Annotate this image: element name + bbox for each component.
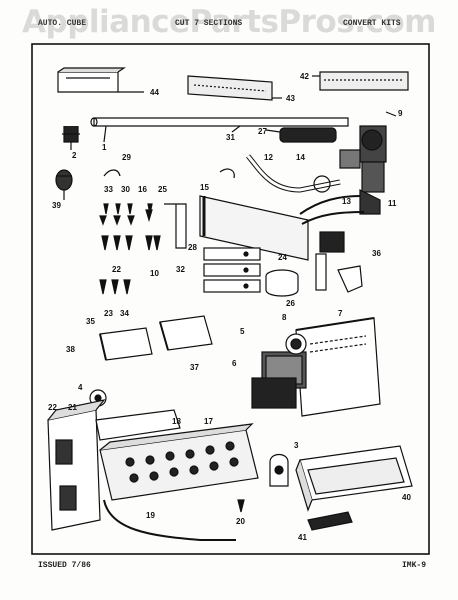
callout-27: 26 <box>286 299 295 308</box>
callout-16: 16 <box>138 185 147 194</box>
header-right: CONVERT KITS <box>343 19 401 28</box>
callout-45: 44 <box>150 88 159 97</box>
footer-issued: ISSUED 7/86 <box>38 561 91 570</box>
callout-44: 43 <box>286 94 295 103</box>
callout-36: 35 <box>86 317 95 326</box>
part-18-arm <box>95 409 181 441</box>
callout-32: 31 <box>226 133 235 142</box>
part-9-11-valve-assembly <box>339 111 397 215</box>
callout-34: 33 <box>104 185 113 194</box>
callout-38: 37 <box>190 363 199 372</box>
part-33-plates <box>203 247 261 293</box>
part-38-shield <box>159 315 213 351</box>
part-3-thermostat <box>269 453 289 487</box>
part-8-gear <box>285 333 307 355</box>
callout-20: 20 <box>236 517 245 526</box>
callout-12: 12 <box>264 153 273 162</box>
part-1-tube <box>90 117 349 143</box>
part-13-ring <box>313 175 331 193</box>
header-middle: CUT 7 SECTIONS <box>175 19 243 28</box>
callout-18: 18 <box>172 417 181 426</box>
callout-31: 30 <box>121 185 130 194</box>
part-43-strip <box>312 71 409 91</box>
callout-22-a: 22 <box>112 265 121 274</box>
callout-3: 3 <box>294 441 299 450</box>
part-27-cap <box>265 269 299 297</box>
part-6-pad <box>251 377 297 409</box>
callout-7: 7 <box>338 309 343 318</box>
callout-17: 17 <box>204 417 213 426</box>
part-20-screw <box>237 499 245 513</box>
screw-group-34-31-16-26 <box>99 203 153 226</box>
part-22-housing <box>47 399 106 531</box>
part-25-harness <box>199 195 365 291</box>
part-17-mold <box>99 423 259 501</box>
callout-21: 21 <box>68 403 77 412</box>
part-15-hook <box>219 168 235 179</box>
callout-4: 4 <box>78 383 83 392</box>
part-37-clip <box>337 265 363 293</box>
callout-22-b: 22 <box>48 403 57 412</box>
part-41-bin <box>295 445 413 512</box>
callout-11: 11 <box>388 199 397 208</box>
callout-30: 29 <box>122 153 131 162</box>
part-45-bracket <box>57 67 144 93</box>
callout-24: 23 <box>104 309 113 318</box>
part-39-shield <box>99 327 153 361</box>
diagram-frame <box>31 43 430 555</box>
callout-39: 38 <box>66 345 75 354</box>
callout-9: 9 <box>398 109 403 118</box>
part-42-label <box>307 511 353 531</box>
callout-29: 28 <box>188 243 197 252</box>
screw-group-36-24-35 <box>99 279 131 295</box>
footer-code: IMK-9 <box>402 561 427 570</box>
watermark: AppliancePartsPros.com <box>22 4 436 40</box>
callout-5: 5 <box>240 327 245 336</box>
callout-14: 14 <box>296 153 305 162</box>
callout-2: 2 <box>72 151 77 160</box>
callout-28: 27 <box>258 127 267 136</box>
part-40-valve <box>55 169 73 200</box>
callout-40: 39 <box>52 201 61 210</box>
part-32-leader <box>231 125 241 133</box>
screw-group-22-10 <box>101 235 161 251</box>
callout-35: 34 <box>120 309 129 318</box>
callout-33: 32 <box>176 265 185 274</box>
callout-13: 13 <box>342 197 351 206</box>
part-19-wire <box>103 499 236 541</box>
callout-41: 40 <box>402 493 411 502</box>
callout-19: 19 <box>146 511 155 520</box>
part-29-rod <box>164 203 187 249</box>
part-44-strip <box>187 75 282 101</box>
callout-8: 8 <box>282 313 287 322</box>
header-left: AUTO. CUBE <box>38 19 87 28</box>
part-28-insulator <box>265 127 337 143</box>
callout-42: 41 <box>298 533 307 542</box>
part-30-spring <box>103 169 121 177</box>
callout-6: 6 <box>232 359 237 368</box>
callout-10: 10 <box>150 269 159 278</box>
callout-37: 36 <box>372 249 381 258</box>
part-2-clip <box>62 126 80 150</box>
callout-26: 25 <box>158 185 167 194</box>
callout-1: 1 <box>102 143 107 152</box>
callout-43: 42 <box>300 72 309 81</box>
callout-15: 15 <box>200 183 209 192</box>
callout-25: 24 <box>278 253 287 262</box>
